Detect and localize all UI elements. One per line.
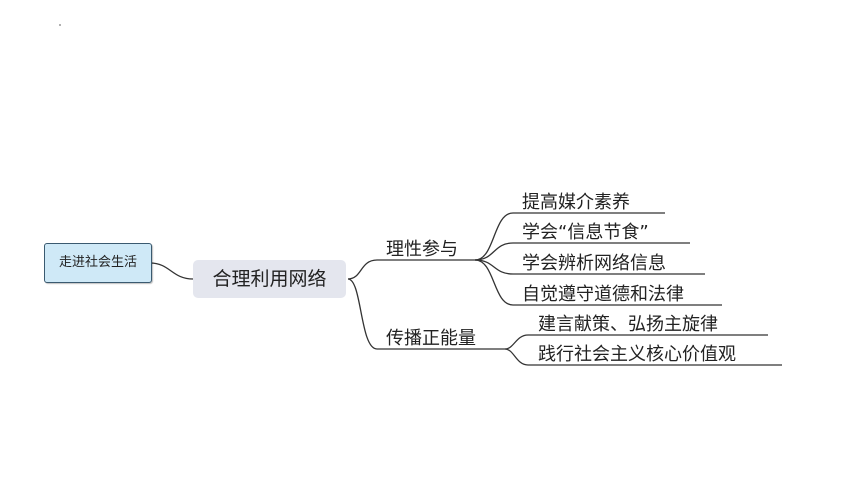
branch-node-2[interactable]: 传播正能量	[386, 324, 476, 350]
leaf-node[interactable]: 践行社会主义核心价值观	[538, 340, 736, 366]
root-node[interactable]: 走进社会生活	[44, 243, 152, 283]
leaf-label: 自觉遵守道德和法律	[522, 284, 684, 305]
leaf-node[interactable]: 学会“信息节食”	[522, 218, 649, 244]
leaf-node[interactable]: 自觉遵守道德和法律	[522, 280, 684, 306]
branch-label: 传播正能量	[386, 328, 476, 349]
stray-dot	[59, 24, 61, 26]
connector-main-branch-1	[347, 259, 475, 280]
connector-leaf-6	[504, 348, 782, 366]
main-label: 合理利用网络	[212, 268, 327, 290]
connector-leaf-3	[474, 259, 705, 275]
connector-root-main	[149, 262, 194, 280]
connector-leaf-5	[504, 334, 768, 350]
connector-leaf-4	[474, 259, 722, 306]
branch-node-1[interactable]: 理性参与	[386, 235, 458, 261]
leaf-label: 学会辨析网络信息	[522, 253, 666, 274]
connector-main-branch-2	[347, 278, 505, 350]
leaf-node[interactable]: 学会辨析网络信息	[522, 249, 666, 275]
branch-label: 理性参与	[386, 239, 458, 260]
leaf-node[interactable]: 提高媒介素养	[522, 188, 630, 214]
main-node[interactable]: 合理利用网络	[193, 260, 346, 298]
leaf-node[interactable]: 建言献策、弘扬主旋律	[538, 310, 718, 336]
connector-leaf-1	[474, 212, 665, 261]
leaf-label: 践行社会主义核心价值观	[538, 344, 736, 365]
connector-leaf-2	[474, 242, 690, 261]
root-label: 走进社会生活	[58, 255, 137, 270]
leaf-label: 建言献策、弘扬主旋律	[538, 314, 718, 335]
leaf-label: 学会“信息节食”	[522, 222, 649, 243]
leaf-label: 提高媒介素养	[522, 192, 630, 213]
